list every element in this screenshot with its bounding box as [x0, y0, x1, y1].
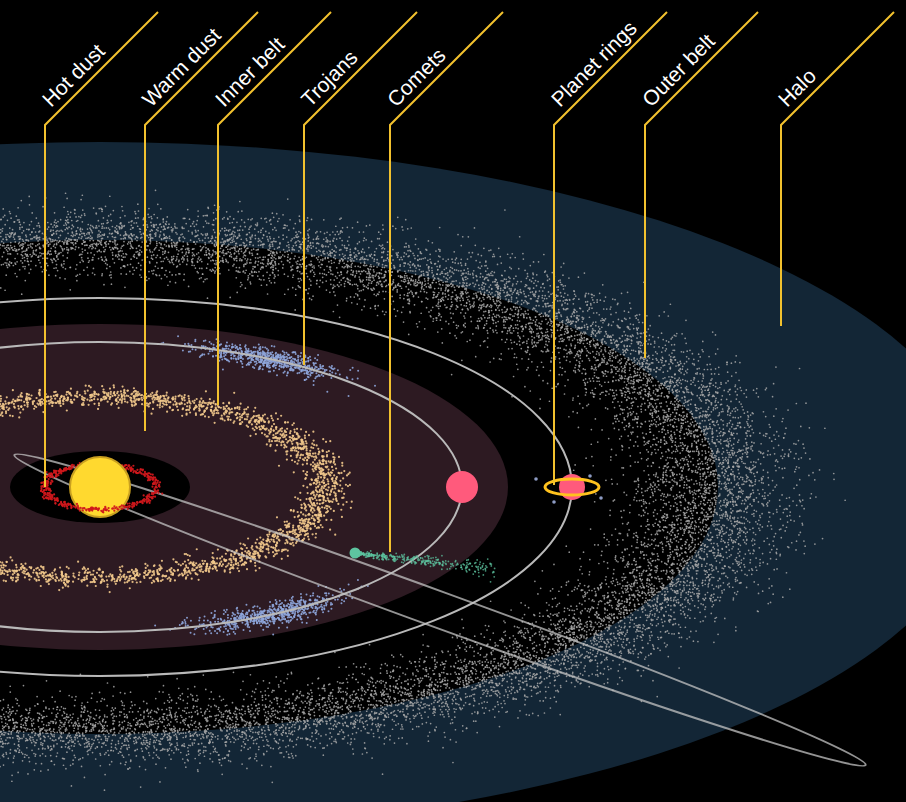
stage: Hot dustWarm dustInner beltTrojansComets…: [0, 0, 906, 802]
